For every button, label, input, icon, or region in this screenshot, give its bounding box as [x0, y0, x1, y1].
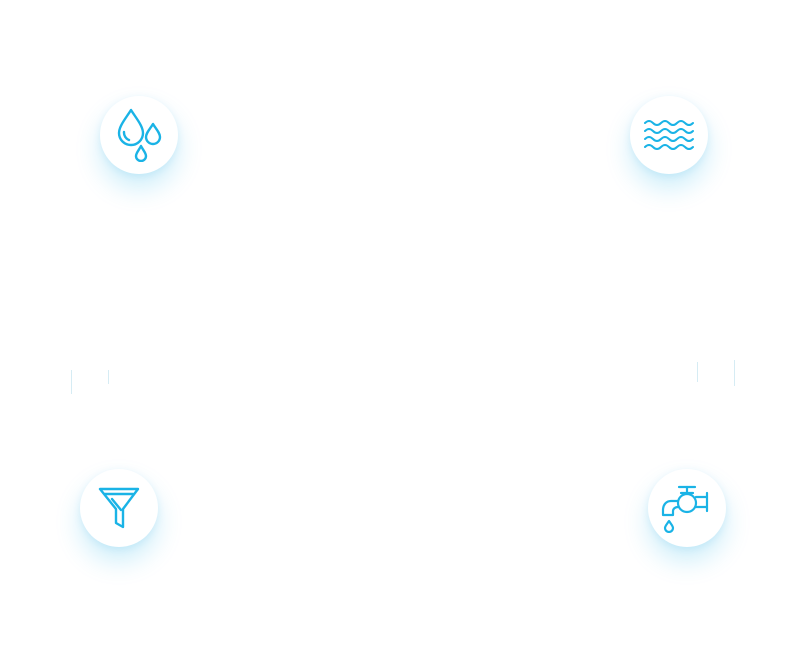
faint-line-right-1	[697, 362, 698, 382]
tap-badge	[648, 469, 726, 547]
faint-line-left-1	[71, 370, 72, 394]
drops-badge	[100, 96, 178, 174]
water-waves-icon	[644, 120, 694, 150]
funnel-filter-icon	[98, 487, 140, 529]
filter-badge	[80, 469, 158, 547]
faint-line-left-2	[108, 370, 109, 384]
waves-badge	[630, 96, 708, 174]
water-tap-icon	[661, 485, 709, 533]
water-drops-icon	[117, 108, 162, 162]
faint-line-right-2	[734, 360, 735, 386]
